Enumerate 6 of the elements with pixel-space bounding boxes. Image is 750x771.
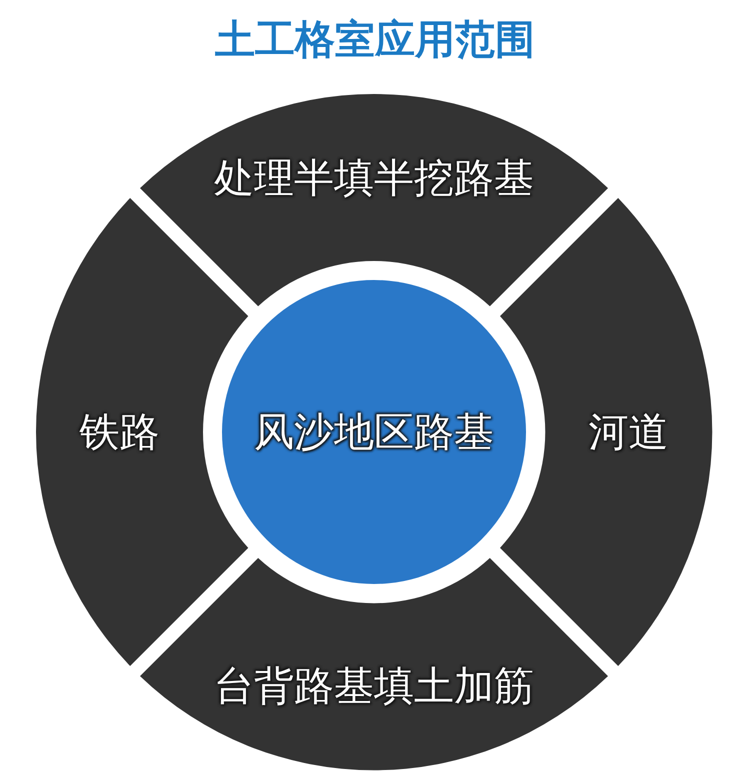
segment-label: 铁路	[80, 408, 160, 458]
segment-label: 河道	[588, 408, 668, 458]
center-label: 风沙地区路基	[254, 408, 494, 458]
title: 土工格室应用范围	[214, 16, 536, 65]
segment-label: 台背路基填土加筋	[214, 662, 534, 712]
segment-label: 处理半填半挖路基	[214, 154, 534, 203]
